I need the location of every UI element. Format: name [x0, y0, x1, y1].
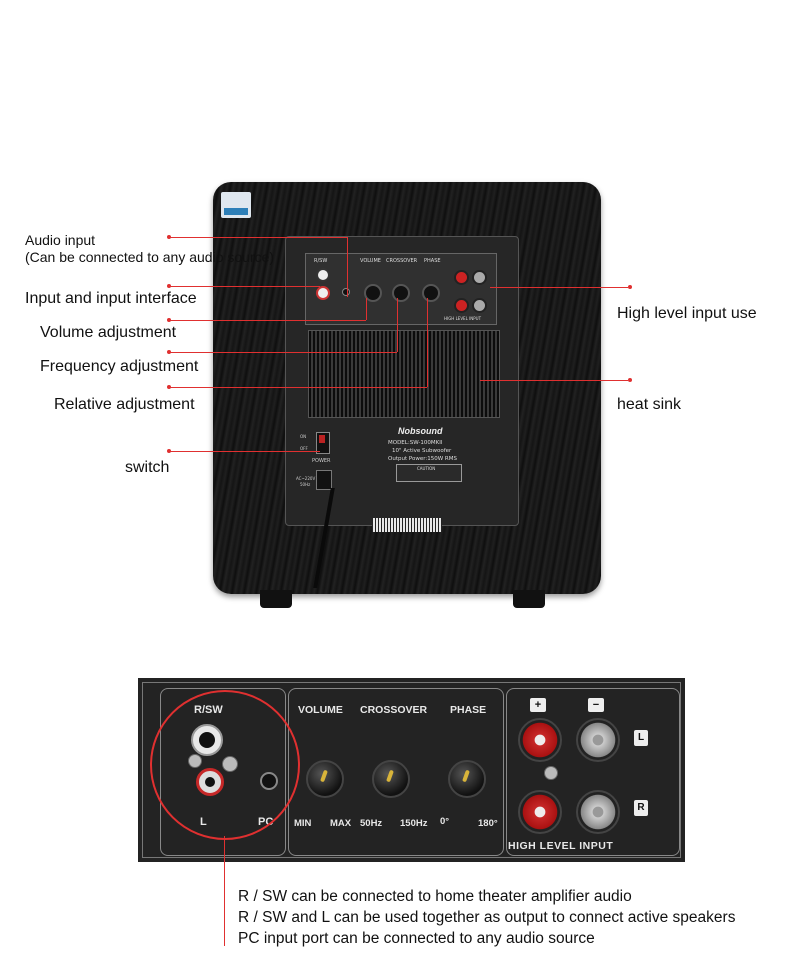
caution-label: CAUTION [417, 466, 436, 471]
callout-high-level: High level input use [617, 305, 757, 322]
leader-input-interface [170, 286, 320, 287]
control-panel-small: R/SW VOLUME CROSSOVER PHASE HIGH LEVEL I… [305, 253, 497, 325]
plus-badge: + [530, 698, 546, 712]
min-label: MIN [294, 818, 312, 829]
callout-audio-input-line2: (Can be connected to any audio source) [25, 249, 275, 265]
cabinet-foot-right [513, 590, 545, 608]
hz-label: 50Hz [300, 482, 311, 487]
volume-label: VOLUME [298, 704, 343, 716]
small-pc-jack[interactable] [342, 288, 350, 296]
barcode-sticker [372, 518, 442, 532]
power-spec-label: Output Power:150W RMS [388, 456, 457, 462]
small-crossover-label: CROSSOVER [386, 258, 418, 264]
small-crossover-knob[interactable] [392, 284, 410, 302]
small-terminal-minus-l[interactable] [472, 270, 487, 285]
power-switch[interactable] [316, 432, 330, 454]
callout-heat-sink: heat sink [617, 396, 682, 413]
channel-r-label: R [637, 802, 645, 813]
high-level-input-label: HIGH LEVEL INPUT [508, 840, 614, 852]
note-line-3: PC input port can be connected to any au… [238, 930, 595, 947]
terminal-plus-r[interactable] [518, 790, 562, 834]
terminal-plus-l[interactable] [518, 718, 562, 762]
minus-badge-label: − [592, 699, 600, 711]
small-terminal-plus-l[interactable] [454, 270, 469, 285]
switch-off-label: OFF [300, 446, 308, 451]
callout-switch: switch [125, 459, 170, 476]
small-phase-label: PHASE [424, 258, 441, 264]
minus-badge: − [588, 698, 604, 712]
small-high-level-label: HIGH LEVEL INPUT [444, 316, 482, 321]
callout-relative: Relative adjustment [54, 396, 195, 413]
leader-audio-input [170, 237, 347, 238]
leader-heat-sink [480, 380, 628, 381]
crossover-label: CROSSOVER [360, 704, 428, 716]
volume-knob[interactable] [306, 760, 344, 798]
panel-screw-3 [544, 766, 558, 780]
hz50-label: 50Hz [360, 818, 383, 829]
callout-audio-input-line1: Audio input [25, 232, 96, 248]
channel-l-label: L [637, 732, 645, 743]
caution-box: CAUTION [396, 464, 462, 482]
crossover-knob[interactable] [372, 760, 410, 798]
small-volume-label: VOLUME [360, 258, 381, 264]
note-line-1: R / SW can be connected to home theater … [238, 888, 632, 905]
deg0-label: 0° [440, 816, 450, 827]
brand-label: Nobsound [398, 426, 443, 436]
model-label: MODEL:SW-100MKII [388, 440, 443, 446]
cabinet-foot-left [260, 590, 292, 608]
callout-audio-input: Audio input (Can be connected to any aud… [25, 232, 274, 266]
heat-sink [308, 330, 500, 418]
leader-frequency [170, 352, 397, 353]
power-socket[interactable] [316, 470, 332, 490]
ac-label: AC~220V [296, 476, 316, 481]
terminal-minus-l[interactable] [576, 718, 620, 762]
small-volume-knob[interactable] [364, 284, 382, 302]
leader-notes [224, 836, 225, 946]
desc-label: 10" Active Subwoofer [392, 448, 452, 454]
callout-input-interface: Input and input interface [25, 290, 197, 307]
deg180-label: 180° [478, 818, 498, 829]
max-label: MAX [330, 818, 352, 829]
callout-volume: Volume adjustment [40, 324, 177, 341]
input-highlight-circle [150, 690, 300, 840]
phase-knob[interactable] [448, 760, 486, 798]
small-rsw-jack[interactable] [316, 268, 330, 282]
leader-volume [170, 320, 366, 321]
hz150-label: 150Hz [400, 818, 428, 829]
switch-on-label: ON [300, 434, 307, 439]
channel-l-badge: L [634, 730, 648, 746]
small-phase-knob[interactable] [422, 284, 440, 302]
leader-switch [170, 451, 320, 452]
cabinet-sticker [221, 192, 251, 218]
small-terminal-minus-r[interactable] [472, 298, 487, 313]
channel-r-badge: R [634, 800, 648, 816]
terminal-minus-r[interactable] [576, 790, 620, 834]
plus-badge-label: + [534, 699, 542, 711]
small-rsw-label: R/SW [314, 258, 328, 264]
leader-relative [170, 387, 427, 388]
callout-frequency: Frequency adjustment [40, 358, 199, 375]
section-high-level [506, 688, 680, 856]
small-rca-jack[interactable] [316, 286, 330, 300]
leader-high-level [490, 287, 628, 288]
small-terminal-plus-r[interactable] [454, 298, 469, 313]
note-line-2: R / SW and L can be used together as out… [238, 909, 736, 926]
power-label: POWER [312, 458, 331, 464]
phase-label: PHASE [450, 704, 487, 716]
